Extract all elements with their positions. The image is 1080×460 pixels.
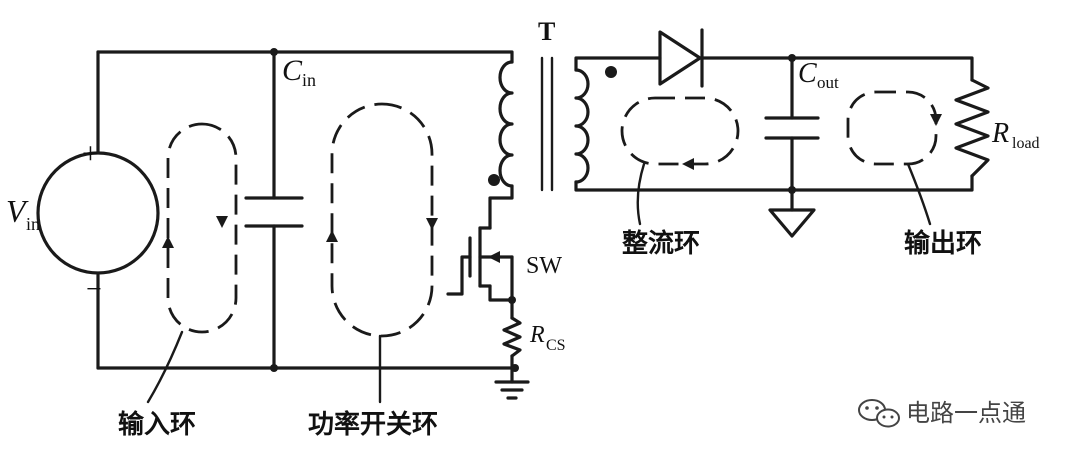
rload-label-sub: load [1012, 135, 1040, 152]
polarity-dot-primary [488, 174, 500, 186]
watermark-text: 电路一点通 [906, 399, 1026, 427]
output-loop: 输出环 [846, 90, 982, 259]
rcs-label: R [529, 322, 545, 348]
cout-capacitor: C out [764, 58, 839, 140]
junction-dot [270, 48, 278, 56]
input-loop-label: 输入环 [118, 409, 196, 440]
output-loop-label: 输出环 [904, 228, 982, 259]
vin-source: + − V in [6, 137, 160, 305]
ground-symbol-primary [494, 380, 530, 400]
junction-dot [270, 364, 278, 372]
secondary-wires [574, 56, 974, 212]
power-switch-loop: 功率开关环 [308, 102, 438, 440]
ground-symbol-secondary [768, 208, 816, 238]
rcs-label-sub: CS [546, 337, 566, 354]
rload-resistor: R load [954, 78, 1040, 178]
transformer: T [488, 17, 617, 192]
cout-label-sub: out [817, 73, 839, 92]
vin-minus-label: − [86, 274, 102, 305]
rectifier-loop: 整流环 [620, 96, 740, 259]
primary-wires [96, 50, 517, 384]
polarity-dot-secondary [605, 66, 617, 78]
transformer-label: T [538, 17, 555, 46]
switch-mosfet: SW [446, 226, 562, 302]
rcs-resistor: R CS [502, 316, 566, 358]
vin-label-sub: in [26, 214, 40, 234]
switch-label: SW [526, 253, 562, 279]
vin-plus-label: + [82, 137, 99, 170]
cin-label: C [282, 54, 303, 87]
power-switch-loop-label: 功率开关环 [308, 409, 438, 440]
junction-dot [511, 364, 519, 372]
cin-capacitor: C in [244, 54, 316, 228]
junction-dot [788, 186, 796, 194]
junction-dot [788, 54, 796, 62]
cout-label: C [798, 58, 817, 89]
input-loop: 输入环 [118, 122, 238, 440]
rectifier-loop-label: 整流环 [622, 228, 700, 259]
watermark: 电路一点通 [858, 399, 1026, 428]
wechat-icon [858, 399, 900, 428]
vin-label: V [6, 193, 29, 229]
diode [658, 28, 704, 88]
rload-label: R [991, 118, 1009, 149]
cin-label-sub: in [302, 70, 316, 90]
